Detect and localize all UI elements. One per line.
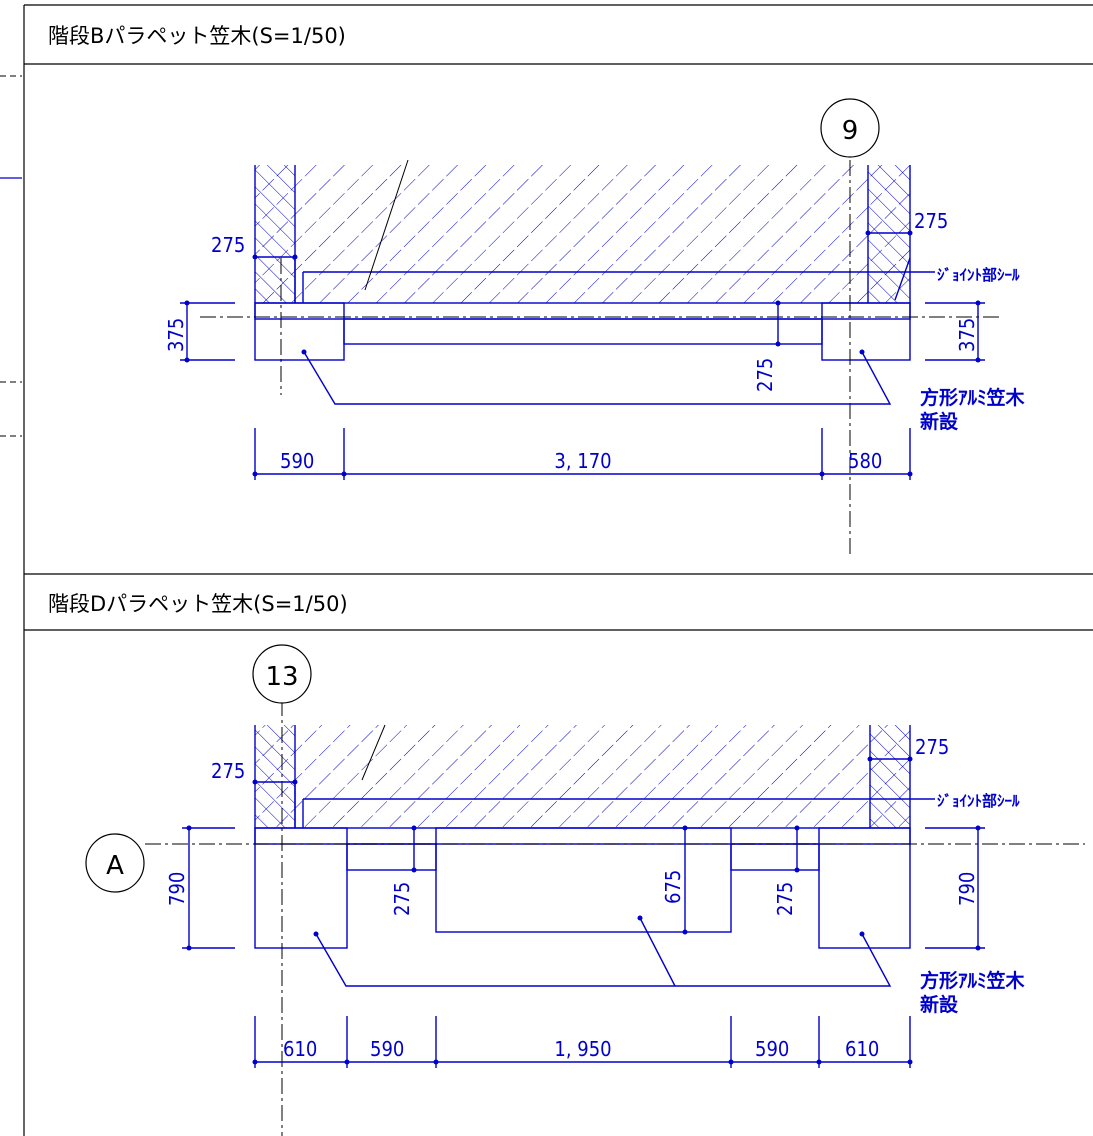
dim-d-b4: 590 bbox=[755, 1037, 789, 1061]
dim-d-center: 675 bbox=[661, 870, 685, 904]
dim-d-b5: 610 bbox=[845, 1037, 879, 1061]
dim-d-height-right: 790 bbox=[955, 872, 979, 906]
panel-b: 階段Bパラペット笠木(S=1/50) 9 275 bbox=[48, 24, 1026, 555]
dim-b-left-wall: 275 bbox=[211, 233, 245, 257]
sheet-frame bbox=[0, 4, 1093, 1136]
panel-b-title: 階段Bパラペット笠木(S=1/50) bbox=[48, 24, 346, 48]
dim-b-bottom-left: 590 bbox=[280, 449, 314, 473]
dim-b-mid: 275 bbox=[753, 358, 777, 392]
dim-b-bottom-mid: 3, 170 bbox=[554, 449, 611, 473]
existing-parapet-d bbox=[255, 725, 910, 828]
dim-b-height-left: 375 bbox=[164, 318, 188, 352]
existing-parapet-b bbox=[255, 165, 910, 303]
note-d-coping-1: 方形ｱﾙﾐ笠木 bbox=[920, 969, 1026, 992]
axis-bubble-a bbox=[85, 833, 145, 893]
dim-d-thin-right: 275 bbox=[773, 882, 797, 916]
dim-b-right-wall: 275 bbox=[914, 209, 948, 233]
coping-b bbox=[254, 302, 911, 361]
note-b-joint: ｼﾞｮｲﾝﾄ部ｼｰﾙ bbox=[937, 266, 1020, 284]
note-d-coping-2: 新設 bbox=[920, 993, 959, 1016]
dim-d-b3: 1, 950 bbox=[554, 1037, 611, 1061]
dim-b-bottom-right: 580 bbox=[848, 449, 882, 473]
grid-bubble-9 bbox=[820, 98, 880, 158]
grid-label-9: 9 bbox=[842, 116, 859, 146]
panel-d-title: 階段Dパラペット笠木(S=1/50) bbox=[48, 592, 348, 616]
dim-b-height-right: 375 bbox=[955, 318, 979, 352]
panel-d: 階段Dパラペット笠木(S=1/50) 13 A bbox=[48, 592, 1085, 1136]
dim-d-b2: 590 bbox=[370, 1037, 404, 1061]
coping-d bbox=[254, 827, 911, 949]
grid-bubble-13 bbox=[252, 644, 312, 704]
axis-label-a: A bbox=[106, 851, 124, 881]
note-d-joint: ｼﾞｮｲﾝﾄ部ｼｰﾙ bbox=[937, 792, 1020, 810]
note-b-coping-1: 方形ｱﾙﾐ笠木 bbox=[920, 386, 1026, 409]
grid-label-13: 13 bbox=[265, 662, 298, 692]
note-b-coping-2: 新設 bbox=[920, 410, 959, 433]
dim-d-b1: 610 bbox=[283, 1037, 317, 1061]
dim-d-thin-left: 275 bbox=[390, 882, 414, 916]
dim-d-right-wall: 275 bbox=[915, 735, 949, 759]
dim-d-height-left: 790 bbox=[165, 872, 189, 906]
dim-d-left-wall: 275 bbox=[211, 759, 245, 783]
